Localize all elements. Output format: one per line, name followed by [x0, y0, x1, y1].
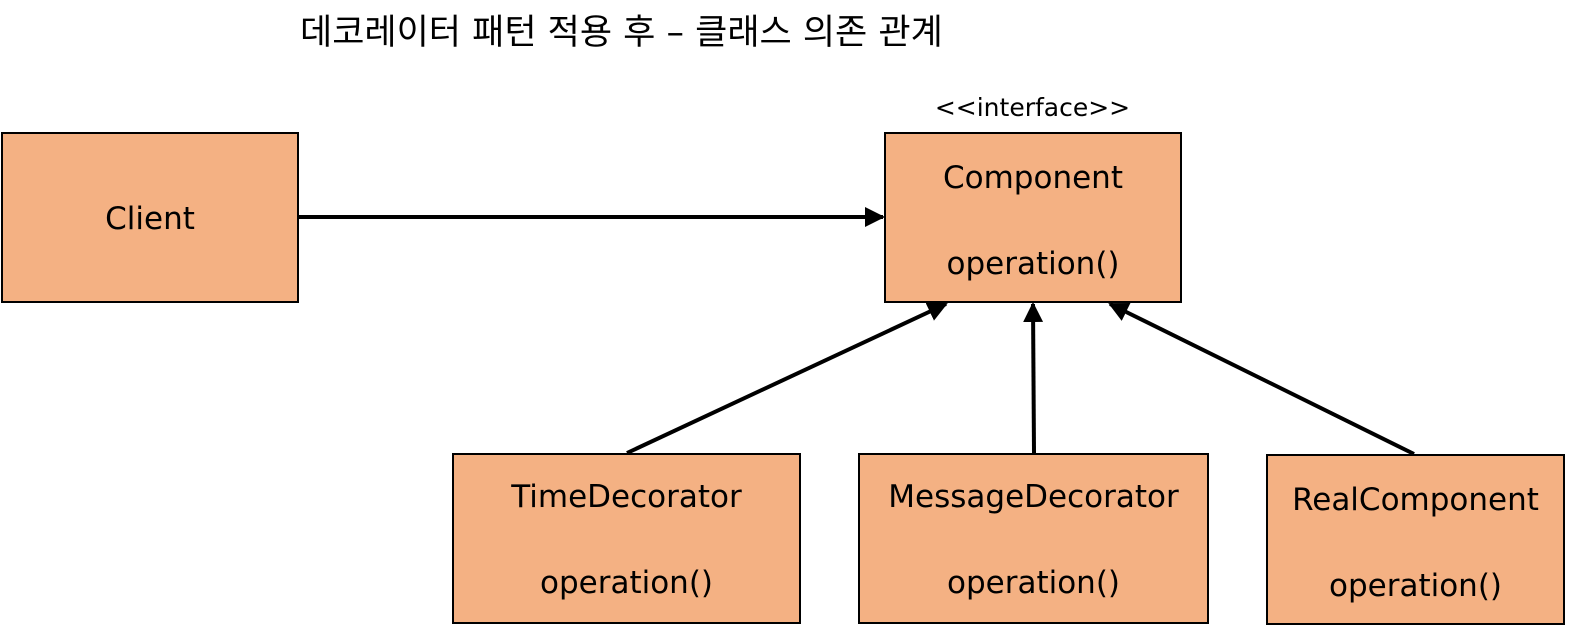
real-component-class-name: RealComponent — [1292, 482, 1539, 518]
time-decorator-class-box: TimeDecorator operation() — [452, 453, 801, 624]
component-class-name: Component — [943, 160, 1123, 196]
message-decorator-class-name: MessageDecorator — [888, 479, 1179, 515]
client-class-name: Client — [105, 201, 195, 237]
time-decorator-to-component-arrow — [626, 302, 948, 455]
real-component-to-component-arrow — [1108, 302, 1415, 456]
component-interface-box: Component operation() — [884, 132, 1182, 303]
message-decorator-operation: operation() — [946, 565, 1121, 601]
interface-stereotype: <<interface>> — [934, 93, 1131, 122]
time-decorator-operation: operation() — [539, 565, 714, 601]
message-decorator-to-component-arrow — [1023, 302, 1044, 454]
message-decorator-class-box: MessageDecorator operation() — [858, 453, 1209, 624]
diagram-title: 데코레이터 패턴 적용 후 – 클래스 의존 관계 — [300, 13, 943, 53]
time-decorator-class-name: TimeDecorator — [511, 479, 742, 515]
client-class-box: Client — [1, 132, 299, 303]
real-component-operation: operation() — [1328, 568, 1503, 604]
real-component-class-box: RealComponent operation() — [1266, 454, 1565, 625]
component-operation: operation() — [946, 246, 1120, 282]
